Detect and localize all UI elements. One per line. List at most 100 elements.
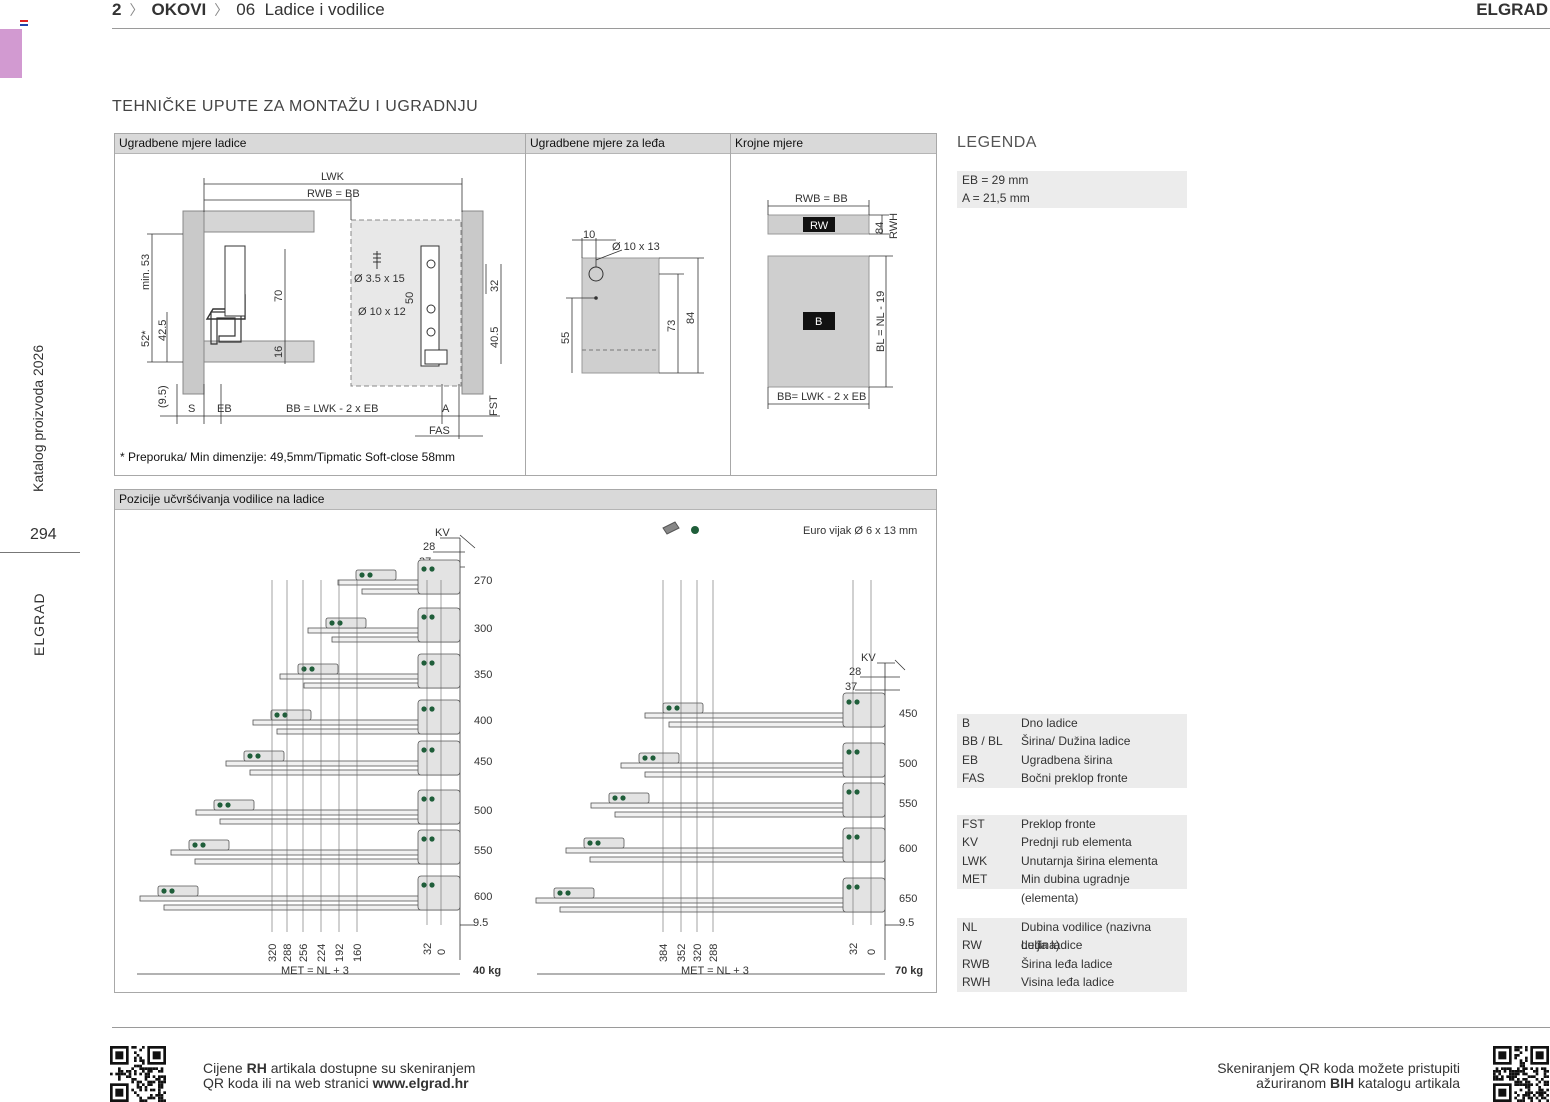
panel-title: Ugradbene mjere ladice: [115, 134, 525, 154]
runner-length-label: 270: [474, 575, 492, 587]
side-brand: ELGRAD: [31, 592, 47, 656]
breadcrumb: 2〉OKOVI〉06 Ladice i vodilice: [112, 0, 385, 20]
cabinet-side-right: [461, 210, 484, 395]
label-40-5: 40.5: [489, 327, 501, 348]
runner-profile-right: [420, 245, 440, 367]
euro-screw-icon: [662, 521, 680, 535]
label-84: 84: [685, 312, 697, 324]
label-32: 32: [489, 280, 501, 292]
runner-length-label: 350: [474, 669, 492, 681]
chevron-right-icon: 〉: [214, 2, 229, 18]
dim-label: 32: [422, 943, 434, 955]
qr-code-rh-icon[interactable]: [110, 1046, 166, 1102]
runner-length-label: 500: [474, 805, 492, 817]
cut-dimensions-drawing: RWB = BB RW B 84 RWH BL = NL - 19 BB= LW…: [767, 193, 900, 409]
dim-label: 288: [282, 944, 294, 962]
screw-position-dot-icon: [691, 526, 699, 534]
runner-500: 500: [195, 789, 492, 825]
panel-title: Pozicije učvršćivanja vodilice na ladice: [115, 490, 936, 510]
label-s: S: [188, 403, 195, 415]
chapter-color-tab: [0, 29, 22, 78]
dim-label: 0: [866, 949, 878, 955]
screw-note: Euro vijak Ø 6 x 13 mm: [803, 525, 917, 537]
runner-600: 600: [139, 875, 492, 911]
runner-400: 400: [252, 699, 492, 735]
runner-length-label: 550: [474, 845, 492, 857]
brand-logo-top: ELGRAD: [1476, 0, 1548, 19]
runner-450: 450: [225, 740, 492, 776]
legend-constant-eb: EB = 29 mm: [962, 173, 1029, 187]
label-bb-formula: BB = LWK - 2 x EB: [286, 403, 378, 415]
label-55: 55: [560, 332, 572, 344]
dim-label: 0: [436, 949, 448, 955]
label-min53: min. 53: [140, 254, 152, 290]
catalog-title: Katalog proizvoda 2026: [30, 344, 46, 492]
runner-length-label: 650: [899, 893, 917, 905]
legend-constant-a: A = 21,5 mm: [962, 191, 1030, 206]
label-a: A: [442, 403, 450, 415]
page-number-divider: [0, 552, 80, 553]
runner-length-label: 600: [899, 843, 917, 855]
footer-right-text: Skeniranjem QR koda možete pristupiti až…: [1217, 1060, 1460, 1091]
runner-550: 550: [170, 829, 492, 865]
panel-title: Ugradbene mjere za leđa: [526, 134, 731, 154]
label-kv-left: KV: [435, 527, 450, 539]
runner-length-label: 300: [474, 623, 492, 635]
label-fst: FST: [488, 395, 500, 416]
label-fas: FAS: [429, 425, 450, 437]
cabinet-top-left: [203, 210, 315, 233]
drawer-dimensions-drawing: LWK RWB = BB Ø 3.5 x 15 Ø 10 x 12 min. 5…: [140, 171, 502, 439]
label-rwh: RWH: [888, 213, 900, 239]
runner-650: 650: [535, 877, 917, 913]
label-28-left: 28: [423, 541, 435, 553]
label-load-right: 70 kg: [895, 965, 923, 977]
qr-code-bih-icon[interactable]: [1493, 1046, 1549, 1102]
chevron-right-icon: 〉: [129, 2, 144, 18]
runner-length-label: 500: [899, 758, 917, 770]
label-met-left: MET = NL + 3: [281, 965, 349, 977]
footer-divider: [112, 1027, 1550, 1028]
runner-length-label: 400: [474, 715, 492, 727]
label-rwb-bb: RWB = BB: [795, 193, 848, 205]
label-bb-formula: BB= LWK - 2 x EB: [777, 391, 866, 403]
recommendation-note: * Preporuka/ Min dimenzije: 49,5mm/Tipma…: [120, 450, 456, 464]
drawer-back-panel: [581, 257, 660, 374]
section-name[interactable]: Ladice i vodilice: [264, 0, 385, 19]
label-10: 10: [583, 229, 595, 241]
legend-title: LEGENDA: [957, 134, 1037, 151]
runner-600: 600: [565, 827, 917, 863]
runner-450: 450: [644, 692, 917, 728]
label-rwb-bb: RWB = BB: [307, 188, 360, 200]
label-screw-2: Ø 10 x 12: [358, 306, 406, 318]
label-rw: RW: [810, 220, 829, 232]
cabinet-shelf-left: [203, 340, 315, 363]
page-number: 294: [30, 526, 57, 543]
runner-350: 350: [279, 653, 492, 689]
dim-label: 32: [848, 943, 860, 955]
website-link[interactable]: www.elgrad.hr: [372, 1075, 469, 1091]
dim-label: 320: [692, 944, 704, 962]
label-42-5: 42.5: [157, 320, 169, 341]
label-kv-right: KV: [861, 652, 876, 664]
runner-length-label: 600: [474, 891, 492, 903]
label-28-right: 28: [849, 666, 861, 678]
dim-label: 288: [708, 944, 720, 962]
runner-length-label: 450: [899, 708, 917, 720]
chapter-name[interactable]: OKOVI: [151, 0, 207, 19]
footer-left-text: Cijene RH artikala dostupne su skeniranj…: [203, 1060, 476, 1091]
section-title: TEHNIČKE UPUTE ZA MONTAŽU I UGRADNJU: [112, 98, 479, 115]
panel-runner-positions: Pozicije učvršćivanja vodilice na ladice…: [114, 489, 937, 993]
dim-label: 224: [316, 944, 328, 962]
dim-label: 160: [352, 944, 364, 962]
dim-label: 256: [298, 944, 310, 962]
